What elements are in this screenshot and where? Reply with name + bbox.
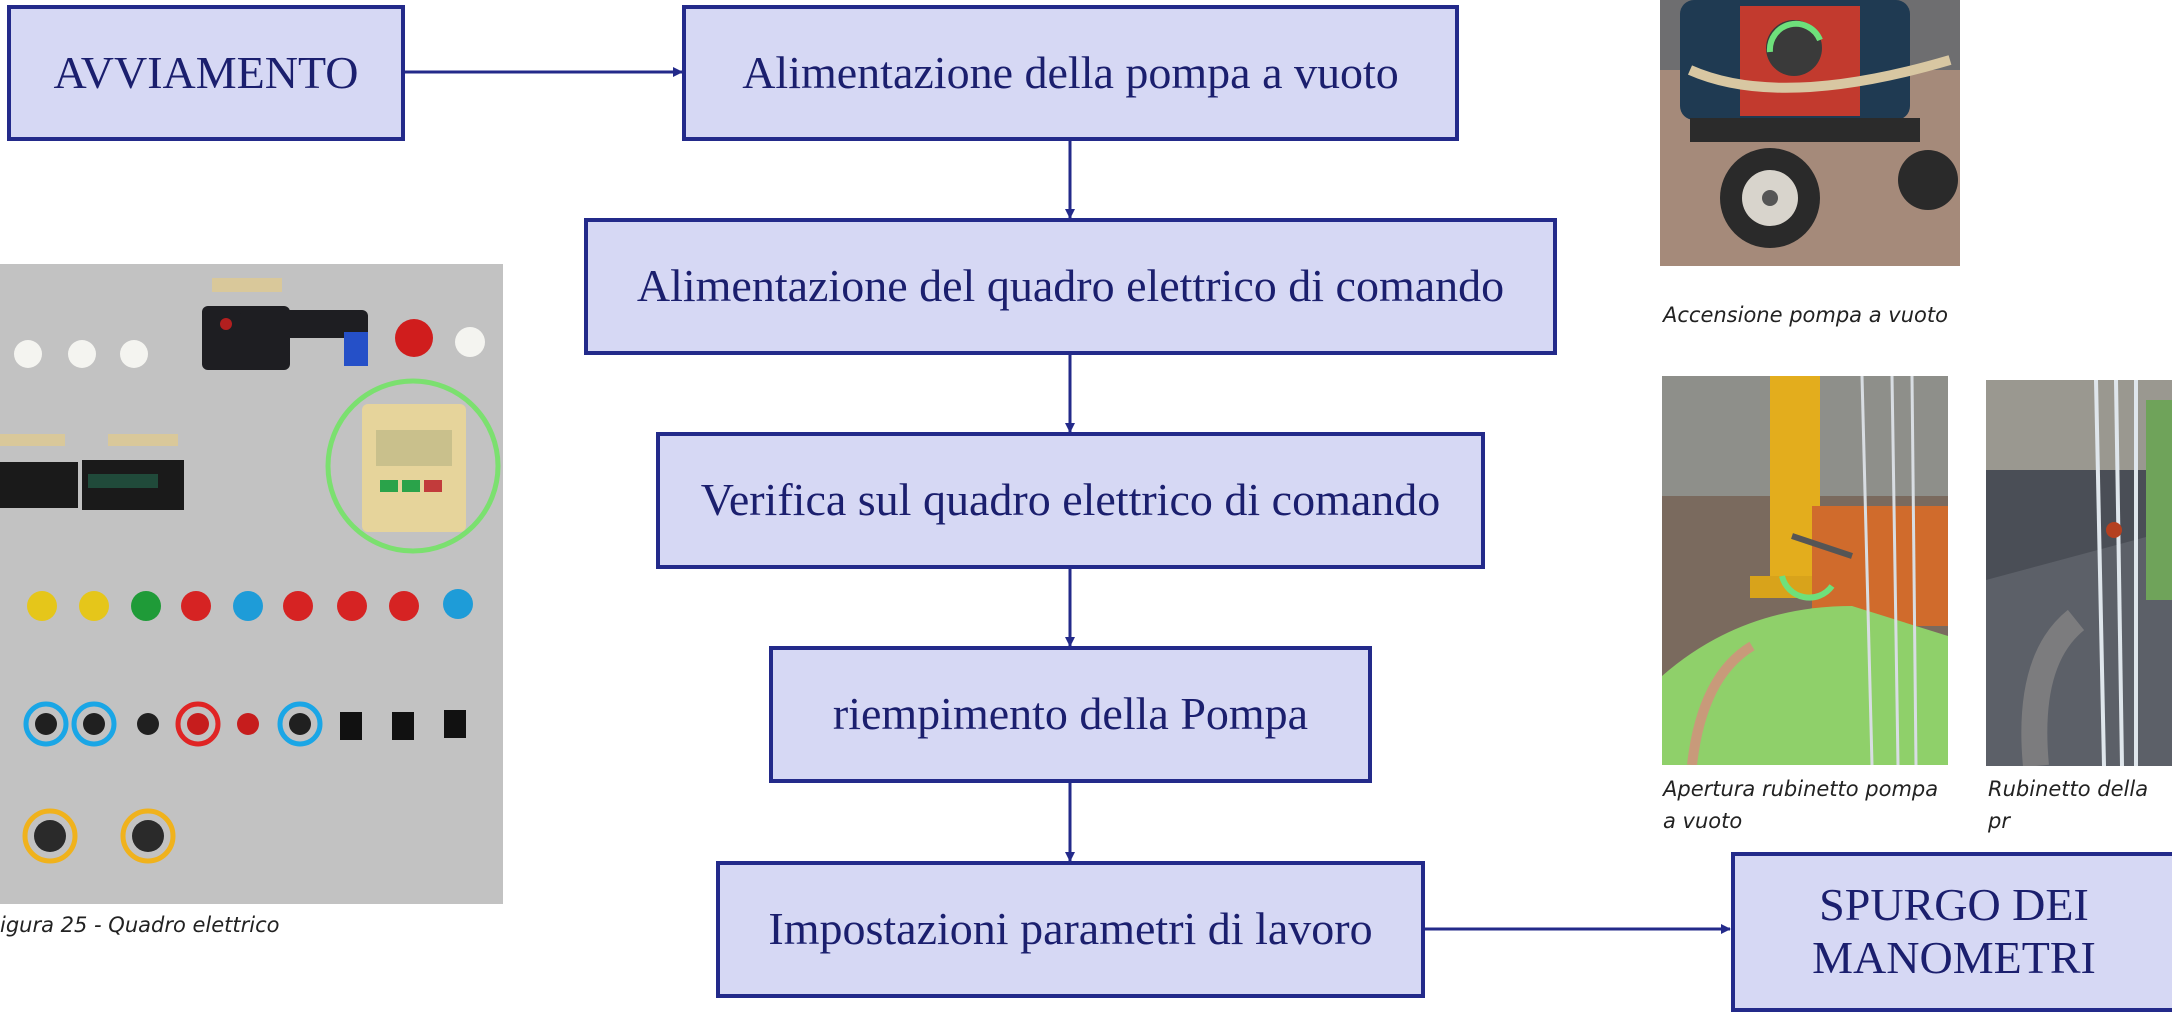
step-label-1: Alimentazione della pompa a vuoto <box>742 46 1399 98</box>
pipes-photo <box>1986 380 2172 766</box>
vacuum-pump-photo <box>1660 0 1960 266</box>
step-label-2: Alimentazione del quadro elettrico di co… <box>636 260 1505 312</box>
step-box-5: Impostazioni parametri di lavoro <box>716 861 1425 998</box>
start-box: AVVIAMENTO <box>7 5 405 141</box>
step-box-1: Alimentazione della pompa a vuoto <box>682 5 1459 141</box>
step-box-3: Verifica sul quadro elettrico di comando <box>656 432 1485 569</box>
pump-caption: Accensione pompa a vuoto <box>1663 303 1948 327</box>
start-label: AVVIAMENTO <box>53 46 359 98</box>
valve-caption: Apertura rubinetto pompa a vuoto <box>1663 774 1938 837</box>
valve-caption-line1: Apertura rubinetto pompa <box>1663 777 1939 801</box>
end-box: SPURGO DEI MANOMETRI <box>1731 852 2172 1012</box>
end-label-line1: SPURGO DEI <box>1819 879 2089 931</box>
valve-photo <box>1662 376 1948 765</box>
pipes-caption: Rubinetto della pr <box>1988 777 2149 833</box>
step-label-3: Verifica sul quadro elettrico di comando <box>700 474 1441 526</box>
end-label-line2: MANOMETRI <box>1812 932 2096 983</box>
step-box-2: Alimentazione del quadro elettrico di co… <box>584 218 1557 355</box>
step-box-4: riempimento della Pompa <box>769 646 1372 783</box>
panel-caption: igura 25 - Quadro elettrico <box>0 913 280 937</box>
valve-caption-line2: a vuoto <box>1663 808 1743 833</box>
step-label-5: Impostazioni parametri di lavoro <box>768 903 1373 955</box>
step-label-4: riempimento della Pompa <box>832 688 1309 740</box>
electrical-panel-photo <box>0 264 503 904</box>
